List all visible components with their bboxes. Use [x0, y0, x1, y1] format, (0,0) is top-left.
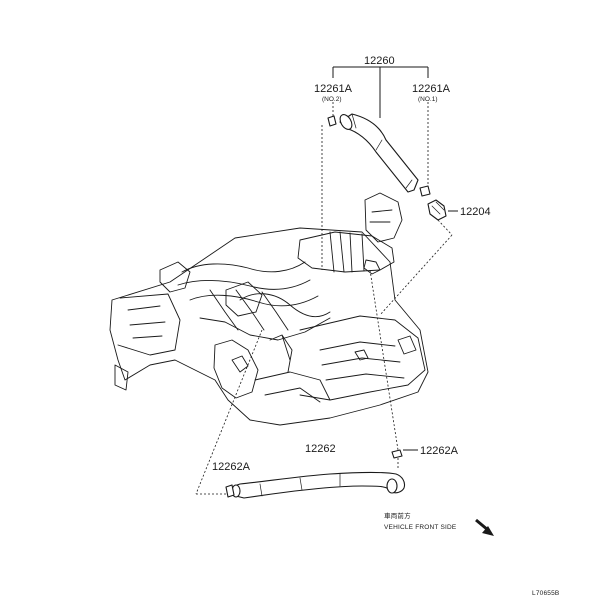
direction-arrow-icon: [475, 518, 494, 536]
part-12260-label: 12260: [364, 55, 395, 67]
part-12262-label: 12262: [305, 443, 336, 455]
engine-block-drawing: [109, 192, 429, 426]
drawing-code: L70655B: [532, 590, 559, 597]
vehicle-front-en-label: VEHICLE FRONT SIDE: [384, 524, 457, 531]
hose-12262-drawing: [225, 449, 406, 499]
vehicle-front-jp-label: 車両前方: [384, 511, 411, 520]
part-12261a-no2-label: 12261A: [314, 83, 353, 95]
part-12204-label: 12204: [460, 206, 491, 218]
part-12261a-no2-note: (NO.2): [322, 96, 342, 103]
hose-12260-drawing: [327, 113, 447, 221]
part-12261a-no1-label: 12261A: [412, 83, 451, 95]
leader-lines: [195, 66, 458, 495]
part-12262a-left-label: 12262A: [212, 461, 251, 473]
part-12261a-no1-note: (NO.1): [418, 96, 438, 103]
part-12262a-right-label: 12262A: [420, 445, 459, 457]
